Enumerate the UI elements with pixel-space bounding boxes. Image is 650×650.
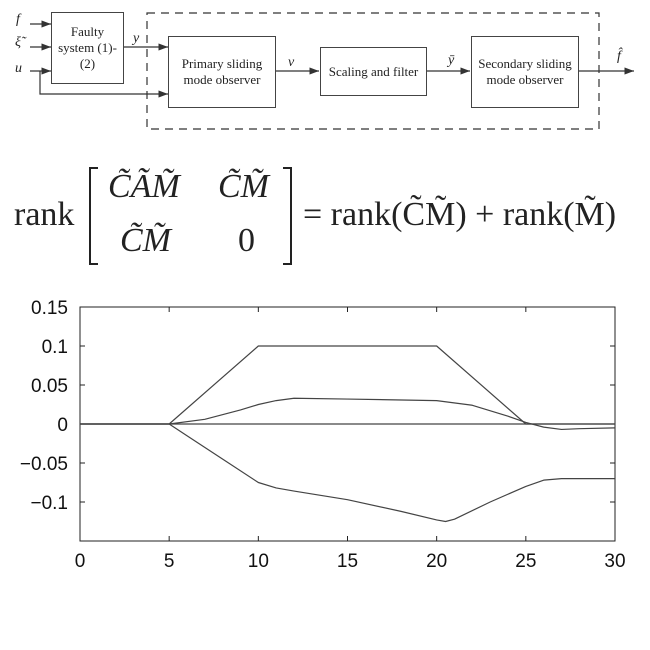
scaling-filter-block: Scaling and filter — [320, 47, 427, 96]
y-tick-label: 0 — [57, 415, 68, 436]
signal-ybar: ȳ — [448, 53, 455, 68]
x-tick-label: 15 — [337, 551, 358, 572]
line-chart: 0 5 10 15 20 25 30 0.15 0.1 0.05 0 −0.05 −0.1 — [20, 298, 626, 572]
series-line-s2 — [80, 397, 616, 431]
x-tick-label: 25 — [515, 551, 536, 572]
series-line-s1 — [80, 345, 615, 425]
input-f: f — [16, 12, 20, 27]
signal-fhat: f̂ — [617, 49, 621, 64]
matrix-m11: C̃ÃM̃ — [108, 168, 180, 205]
primary-observer-block: Primary sliding mode observer — [168, 36, 276, 108]
secondary-observer-block: Secondary sliding mode observer — [471, 36, 579, 108]
equation-rhs: = rank(C̃M̃) + rank(M̃) — [303, 196, 617, 233]
x-tick-label: 20 — [426, 551, 447, 572]
x-tick-label: 5 — [164, 551, 175, 572]
x-tick-label: 30 — [604, 551, 625, 572]
signal-v: v — [288, 55, 295, 70]
faulty-system-block: Faulty system (1)-(2) — [51, 12, 124, 84]
x-tick-label: 10 — [248, 551, 269, 572]
matrix-m22: 0 — [238, 222, 255, 259]
matrix-m12: C̃M̃ — [218, 168, 269, 205]
input-xi: ξ̃ — [15, 35, 21, 50]
signal-y: y — [133, 31, 140, 46]
y-tick-label: −0.1 — [30, 493, 68, 514]
y-tick-label: −0.05 — [20, 454, 68, 475]
x-tick-label: 0 — [75, 551, 86, 572]
diagram-wires — [30, 12, 634, 130]
y-tick-label: 0.05 — [31, 376, 68, 397]
rank-label: rank — [14, 196, 75, 233]
y-tick-label: 0.1 — [42, 337, 68, 358]
input-u: u — [15, 61, 22, 76]
y-tick-label: 0.15 — [31, 298, 68, 319]
matrix-brackets — [89, 167, 292, 265]
series-line-s3 — [80, 423, 615, 523]
rank-equation: rank C̃ÃM̃ C̃M̃ C̃M̃ 0 = rank(C̃M̃) + ra… — [0, 160, 650, 270]
matrix-m21: C̃M̃ — [120, 222, 171, 259]
